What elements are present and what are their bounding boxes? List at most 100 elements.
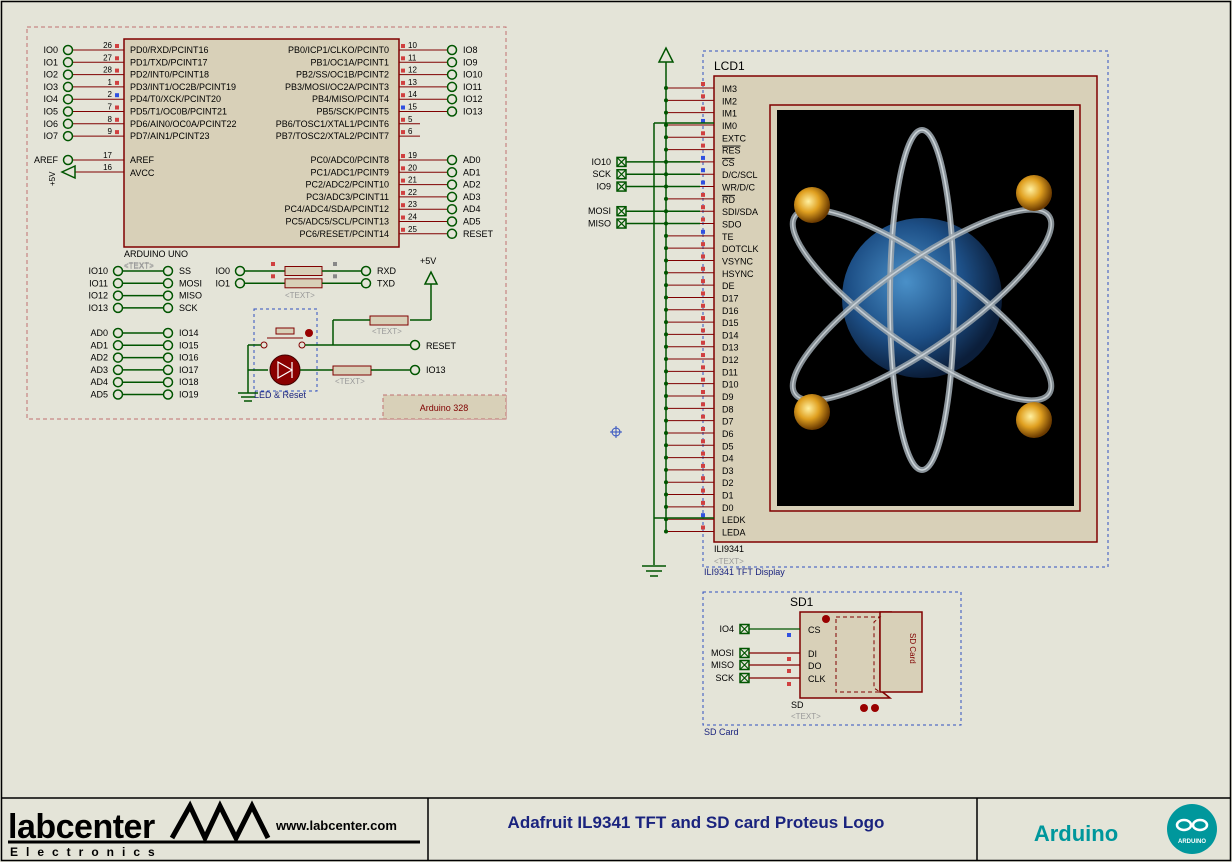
lcd-input-terminal[interactable]: IO9 xyxy=(596,181,700,192)
lcd-pin[interactable]: D9 xyxy=(664,390,734,402)
lcd-power-bus xyxy=(642,46,714,577)
left-pin-name: PD7/AIN1/PCINT23 xyxy=(130,131,210,141)
probe-marker[interactable] xyxy=(610,426,622,438)
lcd-input-terminal[interactable]: MOSI xyxy=(588,205,700,217)
lcd-input-terminal[interactable]: SCK xyxy=(592,168,700,180)
right-pin-ext: IO13 xyxy=(463,107,483,117)
aref-pin[interactable]: AREF 17 AREF xyxy=(34,151,155,166)
left-pin-num: 7 xyxy=(108,103,113,112)
led-resistor[interactable] xyxy=(332,365,372,376)
avcc-pin[interactable]: +5V 16 AVCC xyxy=(48,163,155,186)
reset-pushbutton[interactable] xyxy=(275,327,295,335)
lcd-pin[interactable]: DOTCLK xyxy=(664,242,759,254)
left-pin-ext: IO0 xyxy=(43,45,58,55)
right-pin-num: 21 xyxy=(408,176,417,185)
led-diode-icon xyxy=(277,360,294,380)
right-pin-name: PB5/SCK/PCINT5 xyxy=(316,107,389,117)
right-pin-num: 25 xyxy=(408,225,417,234)
io13-terminal[interactable] xyxy=(409,364,421,376)
right-pin-name: PC0/ADC0/PCINT8 xyxy=(310,155,389,165)
alias-a: IO13 xyxy=(88,303,108,313)
pullup-resistor[interactable] xyxy=(369,315,409,326)
lcd-input-terminal[interactable]: MISO xyxy=(588,218,700,229)
proteus-atom-logo xyxy=(789,127,1055,473)
reset-terminal[interactable] xyxy=(409,339,421,351)
status-led[interactable] xyxy=(269,354,301,386)
sd-caption: SD Card xyxy=(704,727,739,737)
lcd-pin[interactable]: D0 xyxy=(664,500,734,513)
right-pin-num: 10 xyxy=(408,41,417,50)
right-pin-num: 23 xyxy=(408,200,417,209)
alias-a: AD1 xyxy=(90,340,108,350)
lcd-input-terminal[interactable]: IO10 xyxy=(591,156,700,168)
right-pin-ext: AD5 xyxy=(463,217,481,227)
alias-a: AD4 xyxy=(90,377,108,387)
lcd-pin[interactable]: DE xyxy=(664,279,735,291)
left-pin-num: 28 xyxy=(103,66,112,75)
left-pin-num: 9 xyxy=(108,127,113,136)
right-pin-name: PC2/ADC2/PCINT10 xyxy=(305,180,389,190)
arduino-328-label: Arduino 328 xyxy=(420,403,469,413)
lcd-pin-label: IM2 xyxy=(722,96,737,106)
lcd-pin-label: D10 xyxy=(722,380,739,390)
lcd-pin[interactable]: LEDA xyxy=(664,525,746,538)
alias-a: IO10 xyxy=(88,266,108,276)
right-pin-name: PB3/MOSI/OC2A/PCINT3 xyxy=(285,82,389,92)
lcd-pin[interactable]: IM3 xyxy=(664,82,737,94)
left-pin-name: PD1/TXD/PCINT17 xyxy=(130,57,208,67)
lcd-pin[interactable]: D1 xyxy=(664,488,734,501)
title-block: labcenter Electronics www.labcenter.com … xyxy=(2,797,1230,860)
left-pin-ext: IO6 xyxy=(43,119,58,129)
sd-pin-label: DO xyxy=(808,661,822,671)
alias-a: AD3 xyxy=(90,365,108,375)
avcc-supply-arrow xyxy=(60,164,76,180)
lcd-pin-label: D16 xyxy=(722,306,739,316)
right-pin-num: 12 xyxy=(408,66,417,75)
alias-a: IO12 xyxy=(88,291,108,301)
lcd-pin-label: LEDA xyxy=(722,528,746,538)
led-reset-frame xyxy=(253,308,318,392)
lcd-pin-label: LEDK xyxy=(722,515,746,525)
right-pin-num: 11 xyxy=(408,53,417,62)
right-pin-ext: IO11 xyxy=(463,82,482,92)
